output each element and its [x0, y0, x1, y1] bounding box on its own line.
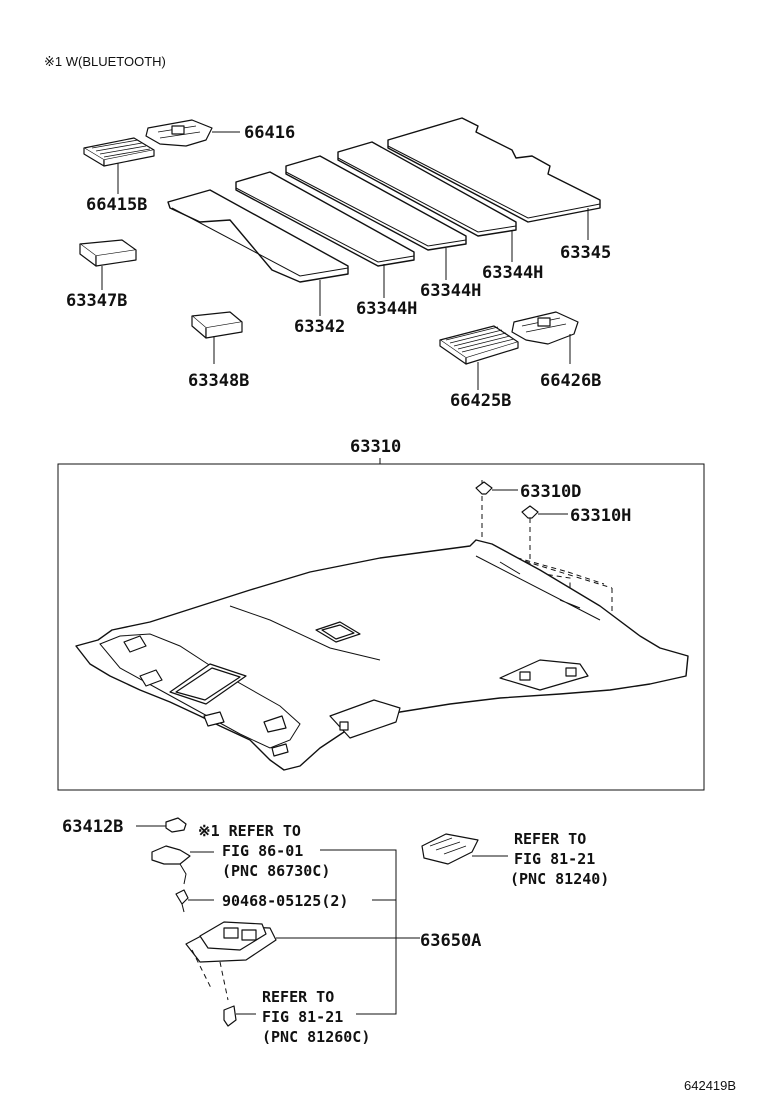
ref2-line3: (PNC 81240) [510, 870, 609, 888]
part-63348B-illustration [191, 311, 243, 339]
label-63412B[interactable]: 63412B [62, 817, 123, 837]
clip-63310H-icon [521, 505, 539, 519]
label-66425B[interactable]: 66425B [450, 391, 511, 411]
part-66415B-illustration [83, 137, 155, 167]
footer-code: 642419B [684, 1078, 736, 1093]
clip-63310D-icon [475, 480, 493, 495]
label-63310H[interactable]: 63310H [570, 506, 631, 526]
ref3-line2: FIG 81-21 [262, 1008, 343, 1026]
ref1-line3: (PNC 86730C) [222, 862, 330, 880]
part-63345-illustration [387, 117, 601, 223]
part-86730C-illustration [151, 845, 191, 885]
part-63650A-illustration [185, 921, 277, 1001]
label-63310D[interactable]: 63310D [520, 482, 581, 502]
part-63344H-a-illustration [235, 171, 415, 267]
label-63650A[interactable]: 63650A [420, 931, 481, 951]
header-note: ※1 W(BLUETOOTH) [44, 54, 166, 69]
ref1-line1: ※1 REFER TO [198, 822, 301, 840]
screw-90468-icon [175, 889, 189, 913]
part-63342-illustration [167, 189, 349, 283]
label-63344H-b[interactable]: 63344H [420, 281, 481, 301]
label-66426B[interactable]: 66426B [540, 371, 601, 391]
label-63347B[interactable]: 63347B [66, 291, 127, 311]
part-66426B-illustration [511, 311, 579, 345]
label-63342[interactable]: 63342 [294, 317, 345, 337]
bulb-81260C-icon [223, 1005, 237, 1027]
label-63344H-a[interactable]: 63344H [356, 299, 417, 319]
label-63348B[interactable]: 63348B [188, 371, 249, 391]
label-90468[interactable]: 90468-05125(2) [222, 892, 348, 910]
part-63412B-illustration [165, 817, 187, 833]
label-63345[interactable]: 63345 [560, 243, 611, 263]
part-81240-illustration [421, 833, 479, 865]
part-66425B-illustration [439, 325, 519, 365]
label-63344H-c[interactable]: 63344H [482, 263, 543, 283]
label-63310[interactable]: 63310 [350, 437, 401, 457]
label-66415B[interactable]: 66415B [86, 195, 147, 215]
part-63347B-illustration [79, 239, 137, 267]
headliner-frame [57, 463, 705, 791]
ref3-line1: REFER TO [262, 988, 334, 1006]
headliner-63310-illustration [75, 539, 689, 771]
ref3-line3: (PNC 81260C) [262, 1028, 370, 1046]
part-63344H-b-illustration [285, 155, 467, 251]
ref2-line1: REFER TO [514, 830, 586, 848]
part-66416-illustration [145, 119, 213, 147]
ref2-line2: FIG 81-21 [514, 850, 595, 868]
ref1-line2: FIG 86-01 [222, 842, 303, 860]
part-63344H-c-illustration [337, 141, 517, 237]
label-66416[interactable]: 66416 [244, 123, 295, 143]
